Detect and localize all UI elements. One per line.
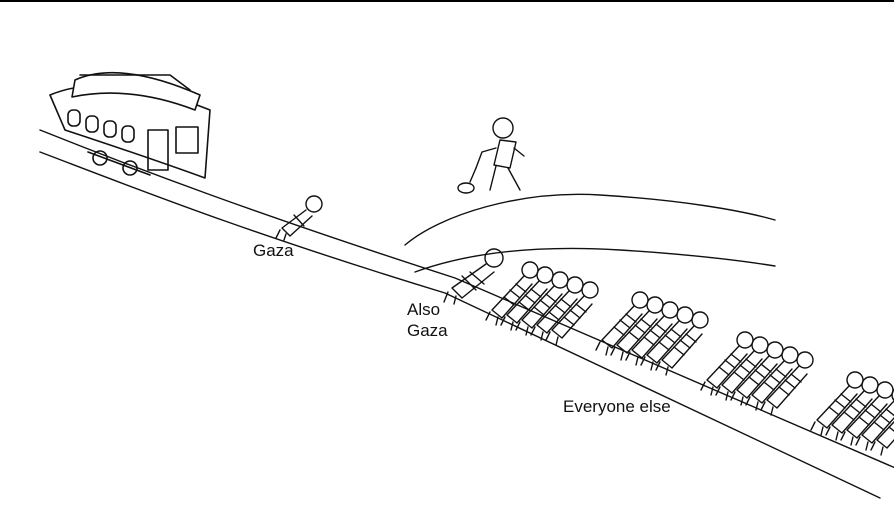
lying-person-icon [485, 261, 539, 326]
lying-person-icon [443, 248, 504, 305]
lying-person-icon [595, 291, 649, 356]
lying-person-icon [625, 301, 679, 366]
lying-person-icon [760, 351, 814, 416]
lying-person-icon [825, 376, 879, 441]
lying-person-icon [715, 336, 769, 401]
lying-person-icon [610, 296, 664, 361]
lying-person-icon [730, 341, 784, 406]
lying-person-icon [545, 281, 599, 346]
lying-person-icon [855, 388, 894, 451]
lying-person-icon [275, 195, 323, 241]
label-also-gaza: Also Gaza [407, 299, 448, 341]
lying-person-icon [870, 420, 894, 456]
crowd-branch [443, 248, 504, 305]
top-border [0, 0, 894, 2]
label-also-gaza-line1: Also [407, 300, 441, 319]
lying-person-icon [655, 311, 709, 376]
label-also-gaza-line2: Gaza [407, 321, 448, 340]
lying-person-icon [515, 271, 569, 336]
trolley-icon [49, 71, 211, 179]
lever-person-icon [457, 117, 525, 194]
main-track [39, 129, 894, 499]
crowd-everyone-else [485, 261, 894, 456]
lying-person-icon [640, 306, 694, 371]
lying-person-icon [745, 346, 799, 411]
lying-person-icon [700, 331, 754, 396]
label-everyone-else: Everyone else [563, 397, 671, 416]
lying-person-icon [500, 266, 554, 331]
lying-person-icon [810, 371, 864, 436]
lying-person-icon [840, 381, 894, 446]
branch-track [404, 193, 776, 273]
label-gaza: Gaza [253, 241, 294, 260]
